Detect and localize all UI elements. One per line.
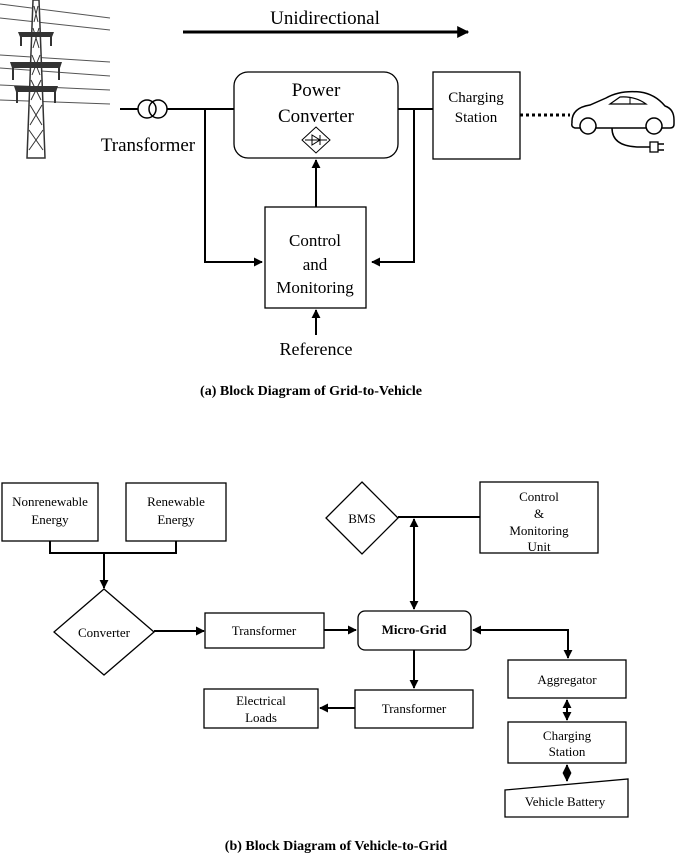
renewable-line-2: Energy	[157, 512, 195, 527]
feedback-arrow-left	[204, 109, 263, 267]
control-unit-line-2: &	[534, 506, 544, 521]
aggregator-block: Aggregator	[507, 659, 627, 699]
g2v-diagram: Unidirectional Transformer Power Convert…	[0, 0, 675, 399]
microgrid-aggregator-arrow	[472, 625, 573, 659]
electrical-loads-line-1: Electrical	[236, 693, 286, 708]
charging-station-block: Charging Station	[432, 71, 521, 160]
energy-combiner-line	[49, 541, 177, 554]
feedback-arrow-right	[371, 109, 415, 267]
transformer-bottom-block: Transformer	[354, 689, 474, 729]
charging-station-v2g-block: Charging Station	[507, 721, 627, 764]
unidirectional-label: Unidirectional	[270, 8, 380, 29]
vehicle-battery-label: Vehicle Battery	[525, 794, 606, 809]
control-monitoring-line-1: Control	[289, 231, 341, 250]
power-converter-line-1: Power	[292, 80, 341, 101]
bms-label: BMS	[348, 511, 375, 526]
power-converter-line-2: Converter	[278, 106, 355, 127]
aggregator-label: Aggregator	[537, 672, 597, 687]
control-monitoring-line-3: Monitoring	[276, 278, 354, 297]
renewable-line-1: Renewable	[147, 494, 205, 509]
vehicle-battery-block: Vehicle Battery	[504, 778, 629, 818]
v2g-charging-line-2: Station	[549, 744, 586, 759]
control-unit-line-1: Control	[519, 489, 559, 504]
nonrenewable-line-1: Nonrenewable	[12, 494, 88, 509]
caption-a: (a) Block Diagram of Grid-to-Vehicle	[200, 384, 422, 399]
electrical-loads-block: Electrical Loads	[203, 688, 319, 729]
bms-diamond: BMS	[325, 481, 399, 555]
nonrenewable-energy-block: Nonrenewable Energy	[1, 482, 99, 542]
diode-icon	[301, 126, 331, 154]
electric-car-icon	[571, 90, 675, 153]
converter-diamond: Converter	[53, 588, 155, 676]
transformer-bottom-label: Transformer	[382, 701, 447, 716]
v2g-charging-line-1: Charging	[543, 728, 592, 743]
control-monitoring-block: Control and Monitoring	[264, 206, 367, 309]
renewable-energy-block: Renewable Energy	[125, 482, 227, 542]
control-unit-line-3: Monitoring	[509, 523, 569, 538]
micro-grid-label: Micro-Grid	[382, 622, 448, 637]
electrical-loads-line-2: Loads	[245, 710, 277, 725]
caption-b: (b) Block Diagram of Vehicle-to-Grid	[225, 839, 448, 854]
control-monitoring-unit-block: Control & Monitoring Unit	[479, 481, 599, 554]
transmission-tower-icon	[0, 0, 111, 159]
reference-label: Reference	[280, 339, 353, 359]
converter-label: Converter	[78, 625, 131, 640]
micro-grid-block: Micro-Grid	[357, 610, 472, 651]
transformer-symbol	[120, 99, 168, 119]
charging-station-line-2: Station	[455, 110, 498, 126]
transformer-top-block: Transformer	[204, 612, 325, 649]
transformer-label: Transformer	[101, 135, 196, 156]
charging-station-line-1: Charging	[448, 90, 504, 106]
nonrenewable-line-2: Energy	[31, 512, 69, 527]
power-converter-block: Power Converter	[233, 71, 399, 159]
v2g-diagram: Nonrenewable Energy Renewable Energy Con…	[1, 481, 629, 854]
control-monitoring-line-2: and	[303, 255, 328, 274]
transformer-top-label: Transformer	[232, 623, 297, 638]
control-unit-line-4: Unit	[527, 539, 551, 554]
